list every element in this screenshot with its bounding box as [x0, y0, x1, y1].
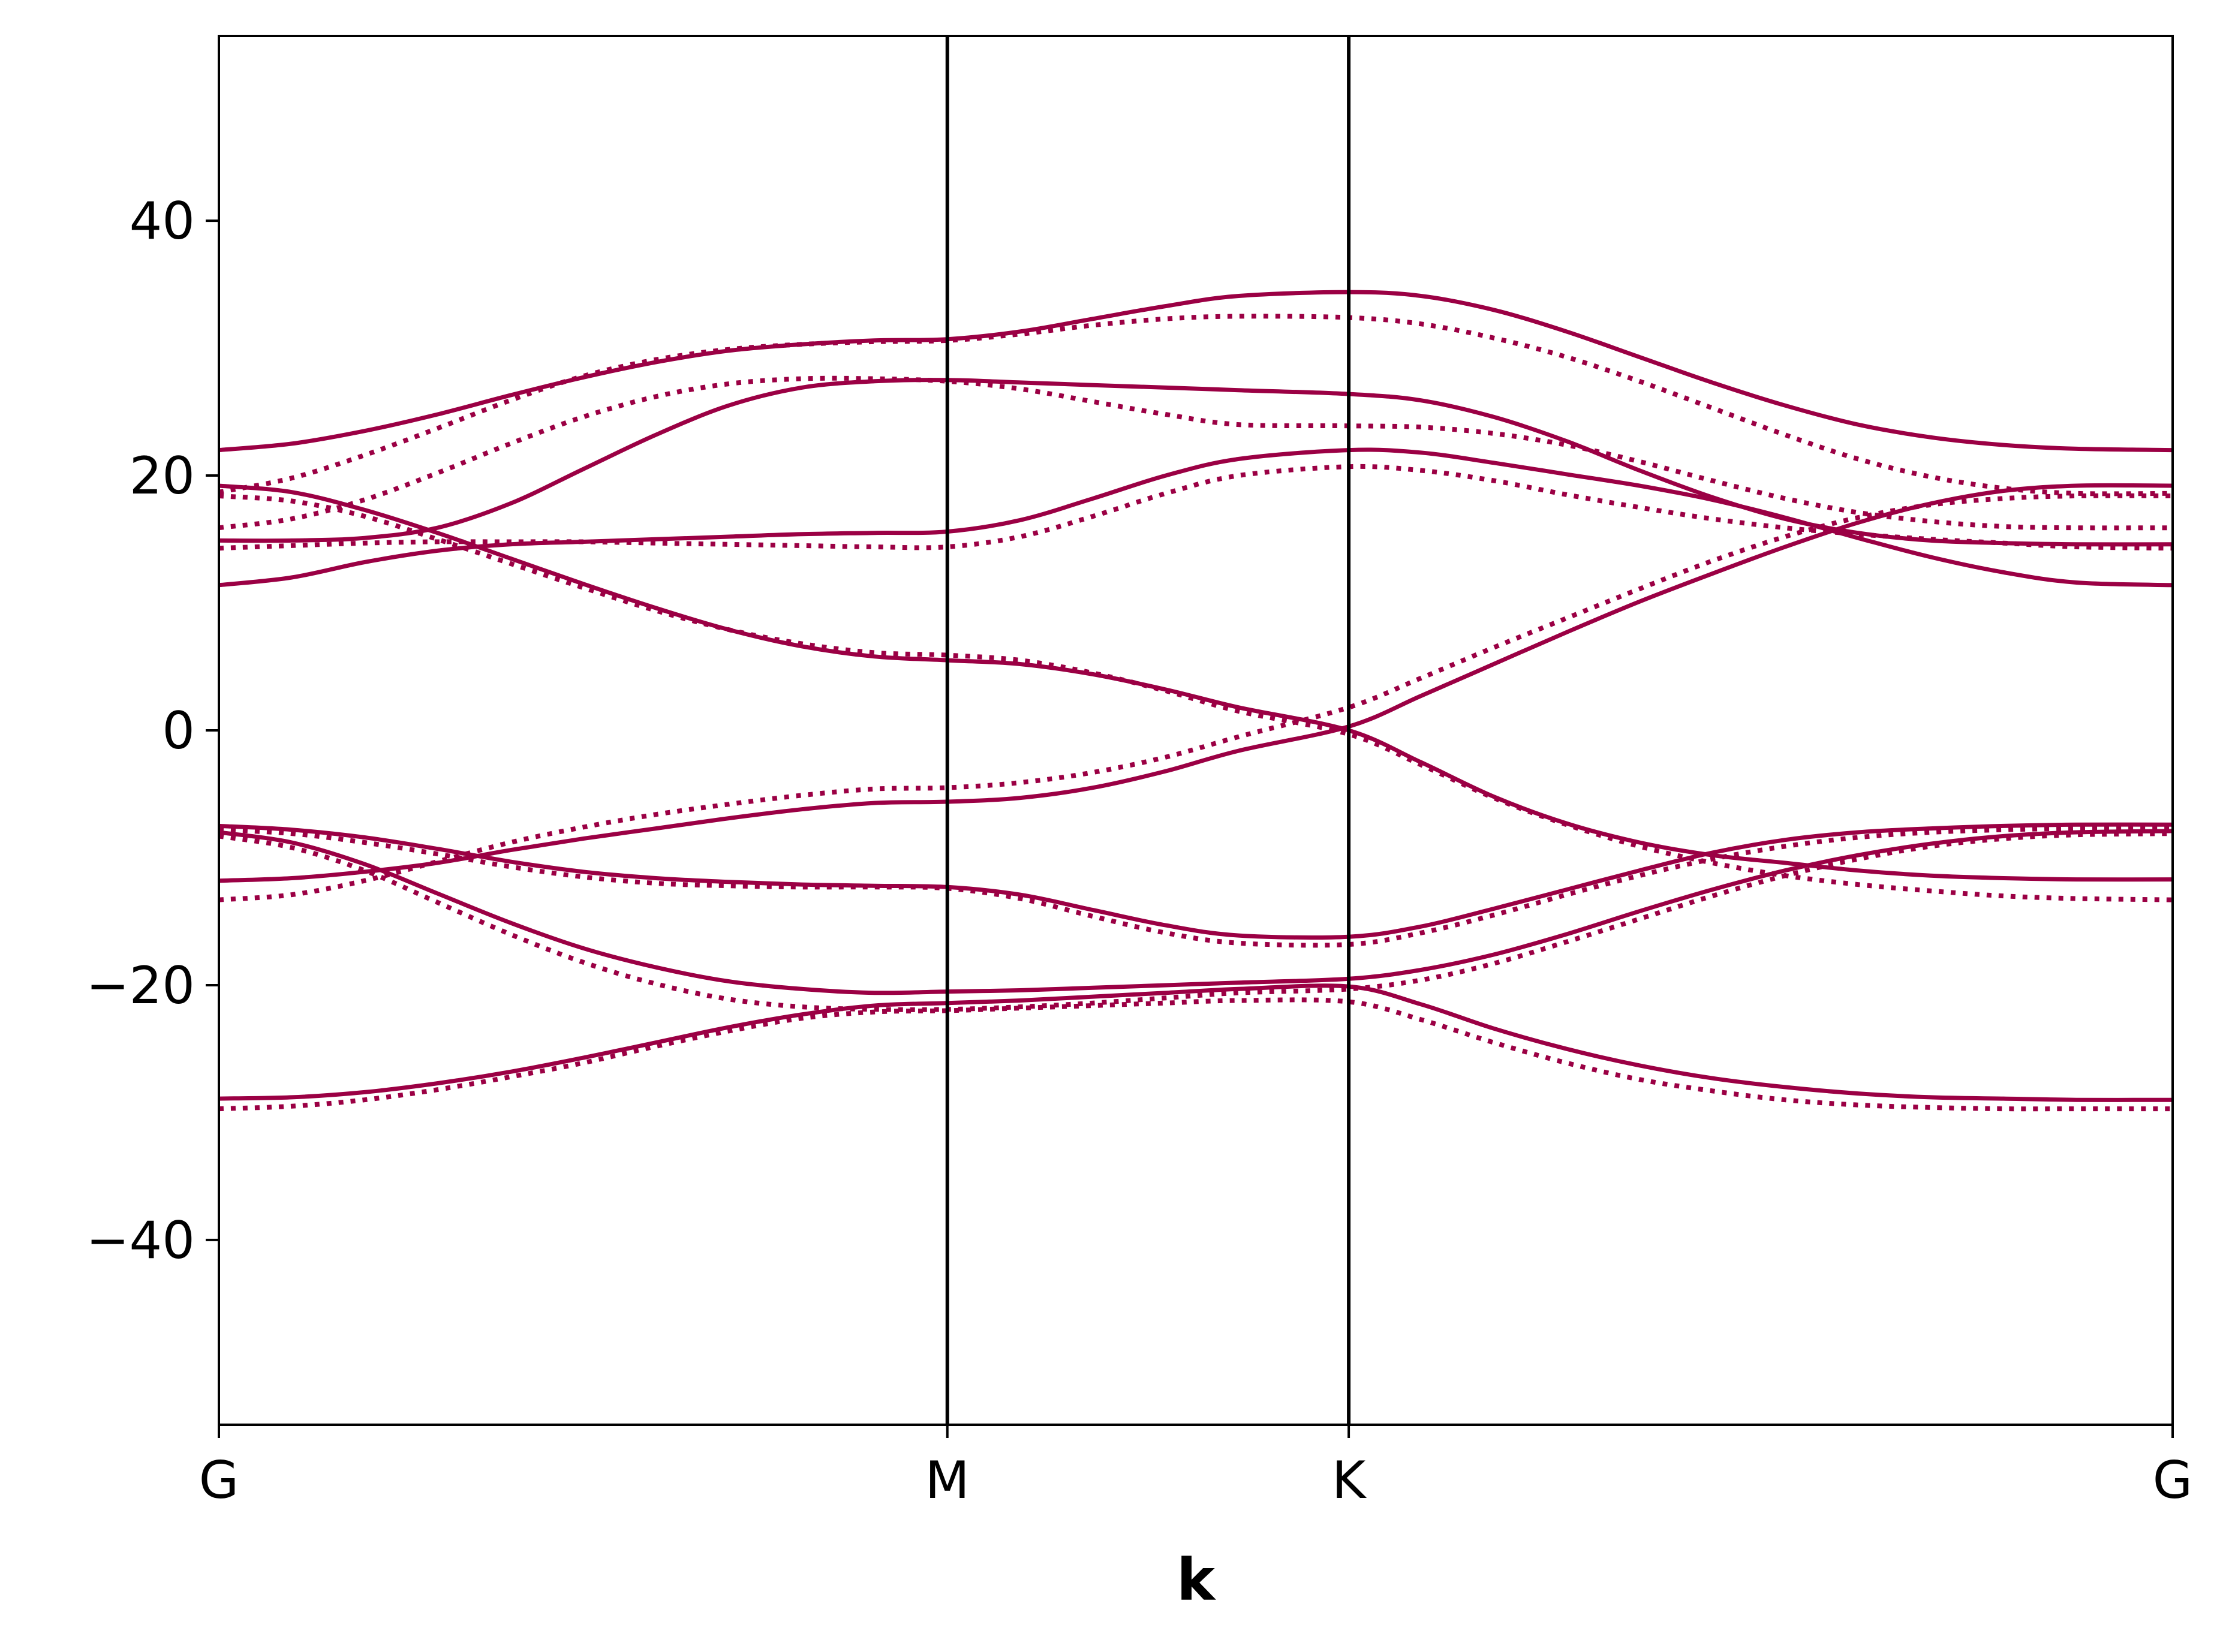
band-solid-8	[219, 983, 2173, 1102]
y-tick-label: −40	[86, 1211, 195, 1271]
x-tick-label: G	[2153, 1451, 2193, 1510]
y-tick-label: −20	[86, 956, 195, 1016]
band-dotted-5	[219, 493, 2173, 902]
band-solid-5	[219, 483, 2173, 883]
band-dotted-4	[219, 494, 2173, 902]
series-layer	[219, 290, 2173, 1112]
x-tick-label: K	[1332, 1451, 1367, 1510]
band-dotted-7	[219, 831, 2173, 1012]
y-tick-label: 20	[130, 446, 195, 506]
x-tick-label: G	[199, 1451, 239, 1510]
y-axis-ticks: −40 −20 0 20 40	[86, 191, 219, 1271]
high-symmetry-lines	[945, 36, 1351, 1425]
x-tick-label: M	[925, 1451, 970, 1510]
y-tick-label: 0	[162, 701, 195, 761]
y-tick-label: 40	[130, 191, 195, 251]
band-solid-1	[219, 290, 2173, 453]
band-dotted-3	[219, 464, 2173, 551]
band-dotted-2	[219, 375, 2173, 531]
band-solid-6	[219, 822, 2173, 940]
band-solid-7	[219, 829, 2173, 995]
x-axis-label: k	[1177, 1546, 1216, 1614]
